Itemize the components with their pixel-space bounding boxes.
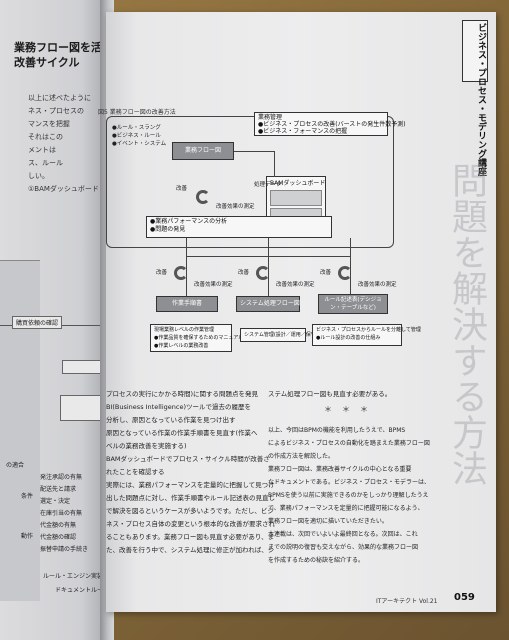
section-divider-stars: ＊＊＊: [324, 405, 378, 414]
left-rule-table: の適合 発注承認の有無 配送先と請求 選定・決定 在庫引当の有無 代金額の有無 …: [6, 462, 89, 553]
connector-horizontal: [186, 256, 350, 257]
cycle-tag-improve-1: 改善: [156, 270, 168, 276]
connector-flow-dashboard: [234, 151, 274, 152]
left-magazine-page: 業務フロー図を活用した 改善サイクル 以上に述べたように ネス・プロセスの マン…: [0, 0, 108, 640]
cycle-tag-measure-1: 改善効果の測定: [194, 282, 233, 288]
left-page-gray-column: [0, 260, 40, 601]
right-body-top: ステム処理フロー図も見直す必要がある。: [268, 390, 392, 398]
bam-dashboard-box: BAMダッシュボード: [266, 176, 326, 220]
series-title: ビジネス・プロセス・モデリング講座: [462, 20, 488, 176]
document-rule-label: ドキュメントルール: [55, 587, 108, 594]
work-manual-box: 作業手順書: [156, 296, 218, 312]
cycle-tag-measure-2: 改善効果の測定: [276, 282, 315, 288]
rule-engine-label: ルール・エンジン実装: [43, 573, 104, 580]
left-flow-box-3: [60, 395, 106, 421]
diagram-outer-frame: [106, 116, 394, 248]
left-flow-box-2: [62, 360, 104, 374]
cycle-icon-1: [174, 266, 188, 280]
cycle-tag-improve-2: 改善: [238, 270, 250, 276]
left-page-title: 業務フロー図を活用した 改善サイクル: [14, 41, 108, 69]
cycle-tag-measure-3: 改善効果の測定: [358, 282, 397, 288]
condition-tag: 条件: [21, 493, 34, 500]
process-data-label: 処理データ: [254, 182, 282, 188]
cycle-icon-3: [338, 266, 352, 280]
rule-table-box: ルール記述表(デシジョン・テーブルなど): [318, 294, 388, 314]
system-flow-box: システム処理フロー図: [236, 296, 300, 312]
bottom-note-work: 現場業務レベルの作業管理 ●作業品質を確保するためのマニュアル ●作業レベルの業…: [150, 324, 243, 352]
bottom-note-rule: ビジネス・プロセスからルールを分離して管理 ●ルール設計の改善の仕組み: [312, 324, 421, 346]
connector-3: [350, 238, 351, 296]
left-body-column: プロセスの実行にかかる時間)に関する問題点を発見 BI(Business Int…: [106, 390, 275, 554]
right-magazine-page: ビジネス・プロセス・モデリング講座 問題を解決する方法 図5 業務フロー図の改善…: [98, 12, 496, 612]
connector-2: [268, 238, 269, 296]
side-watermark-text: 問題を解決する方法: [446, 162, 487, 486]
top-right-note: 業務管理 ●ビジネス・プロセスの改善(バーストの発生件数予測) ●ビジネス・フォ…: [254, 112, 406, 136]
improvement-cycle-icon: [196, 190, 210, 204]
figure-caption: 図5 業務フロー図の改善方法: [98, 109, 176, 116]
series-banner: ビジネス・プロセス・モデリング講座: [446, 12, 496, 176]
purchase-request-box: 購買依頼の確認: [12, 316, 63, 329]
connector-1: [186, 238, 187, 296]
effect-measure-label: 改善効果の測定: [216, 204, 255, 210]
right-body-column: 以上、今回はBPMの機能を利用したうえで、BPMS によるビジネス・プロセスの自…: [268, 427, 430, 564]
magazine-footer: ITアーキテクト Vol.21: [376, 598, 438, 605]
flow-diagram-box: 業務フロー図: [172, 142, 234, 160]
bottom-note-system: システム管理(設計／運用／保守): [240, 328, 318, 342]
action-tag: 動作: [21, 533, 34, 540]
connector-to-dashboard: [274, 151, 275, 177]
cycle-tag-improve-3: 改善: [320, 270, 332, 276]
top-left-note: ●ルール・スラング ●ビジネス・ルール ●イベント・システム: [112, 125, 167, 147]
cycle-icon-2: [256, 266, 270, 280]
page-number: 059: [454, 592, 475, 603]
improve-label: 改善: [176, 186, 188, 192]
analysis-box: ●業務パフォーマンスの分析 ●問題の発見: [146, 216, 332, 238]
left-page-text: 以上に述べたように ネス・プロセスの マンスを把握 それはこの メントは ス、ル…: [28, 94, 99, 193]
